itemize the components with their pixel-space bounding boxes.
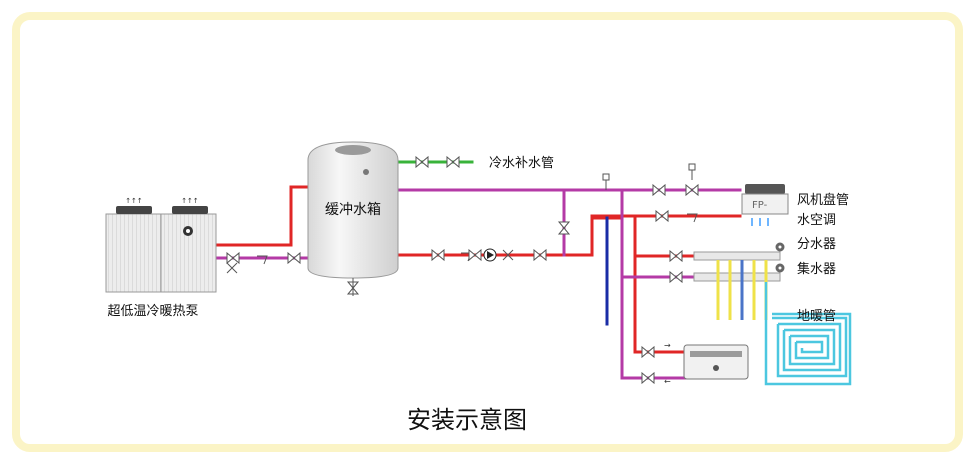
label-water-collector: 集水器 — [797, 261, 836, 277]
water-distributor-bar — [693, 251, 781, 261]
butterfly-valve-icon — [468, 248, 482, 262]
butterfly-valve-icon — [641, 345, 655, 359]
buffer-tank — [307, 141, 399, 279]
manifolds — [693, 242, 785, 320]
diagram-title: 安装示意图 — [407, 406, 527, 434]
svg-text:→: → — [664, 341, 671, 350]
air-vent-icon — [775, 242, 785, 252]
water-ac-logo-icon — [713, 365, 719, 371]
pipe-components: →← — [226, 155, 699, 386]
floor-heating-loop — [764, 282, 852, 386]
butterfly-valve-icon — [533, 248, 547, 262]
butterfly-valve-icon — [685, 183, 699, 197]
y-filter-icon — [687, 213, 698, 223]
pipe-supply-heatpump-to-tank — [216, 185, 312, 247]
y-filter-icon — [257, 255, 268, 265]
heat-pump-unit: ↑↑↑ ↑↑↑ — [105, 197, 217, 293]
air-vent-icon — [602, 173, 610, 190]
circulation-pump-icon — [483, 248, 497, 262]
label-heat-pump: 超低温冷暖热泵 — [107, 304, 198, 319]
fan-coil-display: FP- — [752, 200, 768, 211]
floor-heating-loop — [772, 316, 848, 378]
air-vent-icon — [775, 263, 785, 273]
pipe-network — [216, 160, 742, 380]
tank-sensor-icon — [363, 169, 369, 175]
water-ac-unit — [683, 344, 749, 380]
check-valve-icon — [226, 262, 238, 274]
butterfly-valve-icon — [669, 249, 683, 263]
check-valve-icon — [502, 249, 514, 261]
svg-text:↑↑↑: ↑↑↑ — [125, 197, 143, 205]
butterfly-valve-icon — [415, 155, 429, 169]
butterfly-valve-icon — [652, 183, 666, 197]
butterfly-valve-icon — [226, 251, 240, 265]
label-fan-coil: 风机盘管 — [797, 192, 849, 208]
pipe-supply-riser — [633, 214, 687, 354]
floor-heating-coil — [764, 282, 852, 386]
butterfly-valve-icon — [655, 209, 669, 223]
label-floor-heating: 地暖管 — [797, 309, 836, 324]
label-water-distributor: 分水器 — [797, 237, 836, 252]
label-buffer-tank: 缓冲水箱 — [325, 202, 381, 218]
butterfly-valve-icon — [287, 251, 301, 265]
air-vent-icon — [688, 163, 696, 180]
butterfly-valve-icon — [669, 270, 683, 284]
butterfly-valve-icon — [431, 248, 445, 262]
water-collector-bar — [693, 272, 781, 282]
floor-heating-loop — [796, 340, 824, 354]
label-water-ac: 水空调 — [797, 213, 836, 228]
floor-heating-loop — [784, 328, 836, 366]
pipe-return-riser — [620, 188, 687, 380]
label-makeup-water-pipe: 冷水补水管 — [489, 156, 554, 171]
butterfly-valve-icon — [446, 155, 460, 169]
butterfly-valve-icon — [557, 221, 571, 235]
fan-coil-unit: FP- — [741, 184, 789, 226]
floor-heating-loop — [790, 334, 830, 360]
butterfly-valve-icon — [641, 371, 655, 385]
svg-text:←: ← — [664, 377, 671, 386]
svg-text:↑↑↑: ↑↑↑ — [181, 197, 199, 205]
floor-heating-loop — [778, 322, 842, 372]
